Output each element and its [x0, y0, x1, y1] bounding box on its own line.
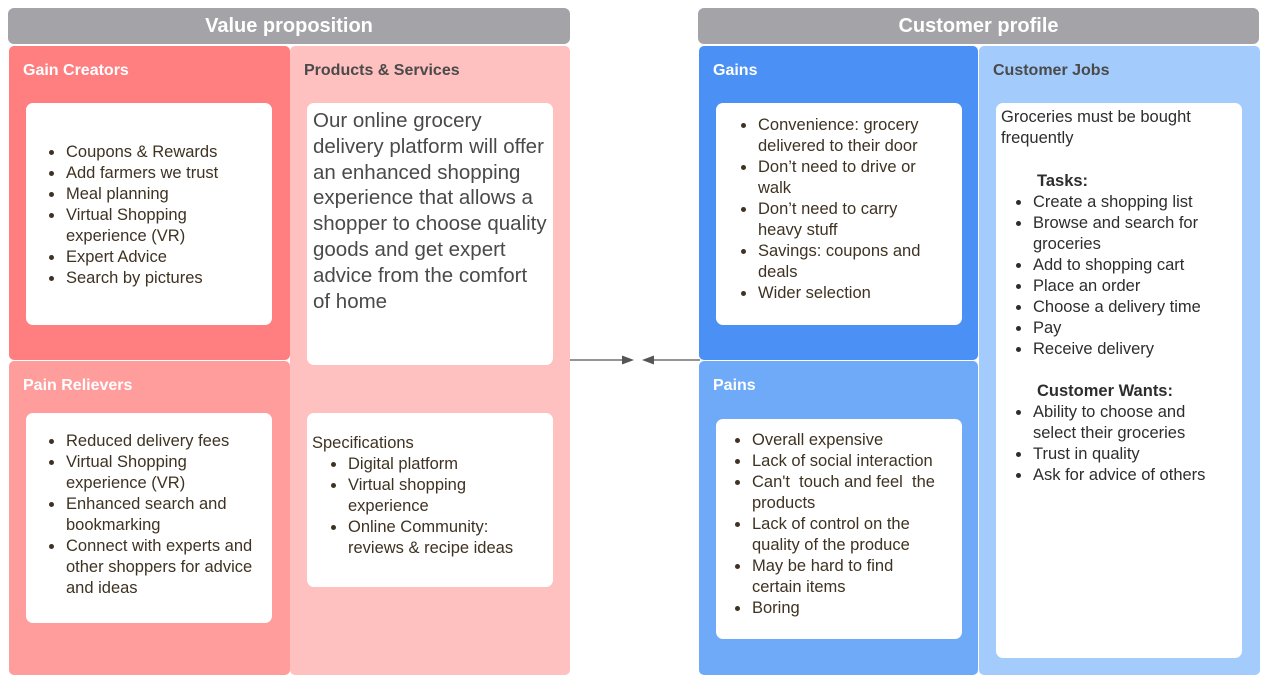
list-item: Don’t need to drive or walk [757, 157, 942, 199]
list-item: Savings: coupons and deals [757, 241, 942, 283]
pain-relievers-card: Reduced delivery fees Virtual Shopping e… [26, 413, 272, 623]
list-item: Online Community: reviews & recipe ideas [347, 517, 537, 559]
gains-panel: Gains Convenience: grocery delivered to … [699, 46, 978, 360]
products-description: Our online grocery delivery platform wil… [313, 109, 547, 313]
list-item: Virtual Shopping experience (VR) [65, 452, 266, 494]
list-item: Place an order [1032, 276, 1230, 297]
gain-creators-card: Coupons & Rewards Add farmers we trust M… [26, 103, 272, 325]
gains-title: Gains [713, 62, 758, 79]
connector-arrows [570, 355, 700, 365]
list-item: May be hard to find certain items [751, 556, 948, 598]
list-item: Reduced delivery fees [65, 431, 266, 452]
pains-title: Pains [713, 377, 756, 394]
specifications-list: Digital platform Virtual shopping experi… [312, 454, 547, 559]
list-item: Pay [1032, 318, 1230, 339]
list-item: Virtual Shopping experience (VR) [65, 205, 252, 247]
customer-wants-list: Ability to choose and select their groce… [1001, 402, 1230, 486]
list-item: Wider selection [757, 283, 942, 304]
list-item: Create a shopping list [1032, 192, 1230, 213]
list-item: Don’t need to carry heavy stuff [757, 199, 942, 241]
pain-relievers-title: Pain Relievers [23, 377, 133, 394]
list-item: Lack of social interaction [751, 451, 948, 472]
gains-list: Convenience: grocery delivered to their … [716, 115, 962, 304]
customer-jobs-card: Groceries must be bought frequently Task… [996, 103, 1242, 658]
gain-creators-panel: Gain Creators Coupons & Rewards Add farm… [9, 46, 290, 360]
specifications-card: Specifications Digital platform Virtual … [307, 413, 553, 587]
specifications-label: Specifications [312, 434, 414, 452]
customer-jobs-intro: Groceries must be bought frequently [1001, 108, 1191, 147]
value-proposition-header: Value proposition [8, 8, 570, 44]
list-item: Ability to choose and select their groce… [1032, 402, 1230, 444]
list-item: Choose a delivery time [1032, 297, 1230, 318]
gain-creators-list: Coupons & Rewards Add farmers we trust M… [26, 142, 272, 289]
pains-card: Overall expensive Lack of social interac… [716, 419, 962, 639]
pains-list: Overall expensive Lack of social interac… [716, 430, 962, 619]
list-item: Ask for advice of others [1032, 465, 1230, 486]
gain-creators-title: Gain Creators [23, 62, 129, 79]
gains-card: Convenience: grocery delivered to their … [716, 103, 962, 325]
list-item: Can't touch and feel the products [751, 472, 948, 514]
customer-jobs-title: Customer Jobs [993, 62, 1110, 79]
list-item: Virtual shopping experience [347, 475, 537, 517]
list-item: Expert Advice [65, 247, 252, 268]
list-item: Meal planning [65, 184, 252, 205]
list-item: Add farmers we trust [65, 163, 252, 184]
list-item: Enhanced search and bookmarking [65, 494, 266, 536]
list-item: Connect with experts and other shoppers … [65, 536, 266, 599]
customer-jobs-panel: Customer Jobs Groceries must be bought f… [979, 46, 1260, 675]
list-item: Digital platform [347, 454, 537, 475]
pain-relievers-list: Reduced delivery fees Virtual Shopping e… [26, 431, 272, 599]
list-item: Trust in quality [1032, 444, 1230, 465]
products-description-card: Our online grocery delivery platform wil… [307, 103, 553, 365]
products-services-title: Products & Services [304, 62, 460, 79]
list-item: Coupons & Rewards [65, 142, 252, 163]
pain-relievers-panel: Pain Relievers Reduced delivery fees Vir… [9, 361, 290, 675]
pains-panel: Pains Overall expensive Lack of social i… [699, 361, 978, 675]
list-item: Receive delivery [1032, 339, 1230, 360]
list-item: Boring [751, 598, 948, 619]
list-item: Add to shopping cart [1032, 255, 1230, 276]
list-item: Search by pictures [65, 268, 252, 289]
list-item: Browse and search for groceries [1032, 213, 1230, 255]
list-item: Lack of control on the quality of the pr… [751, 514, 948, 556]
customer-profile-header: Customer profile [698, 8, 1259, 44]
customer-wants-label: Customer Wants: [1037, 382, 1173, 400]
list-item: Overall expensive [751, 430, 948, 451]
tasks-list: Create a shopping list Browse and search… [1001, 192, 1230, 360]
tasks-label: Tasks: [1037, 172, 1089, 190]
products-services-panel: Products & Services Our online grocery d… [290, 46, 570, 675]
list-item: Convenience: grocery delivered to their … [757, 115, 942, 157]
